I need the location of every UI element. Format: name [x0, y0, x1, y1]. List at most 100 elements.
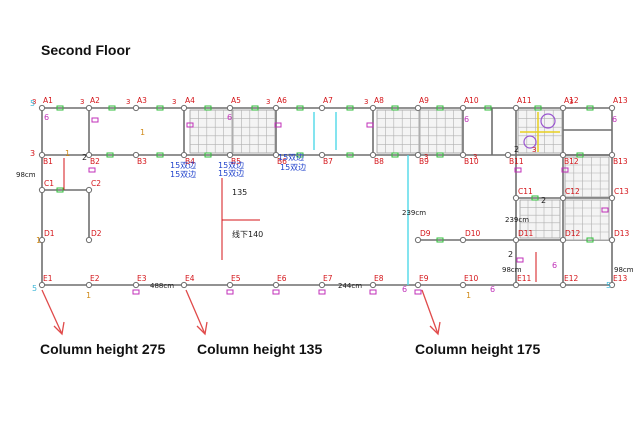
node-label: B3 — [137, 157, 147, 166]
node-d1: D1 — [38, 229, 55, 244]
node-label: E11 — [517, 274, 532, 283]
node-label: B5 — [231, 157, 241, 166]
node-marker — [85, 236, 93, 244]
hardware-marker — [132, 289, 140, 295]
marker-number: 1 — [86, 291, 91, 300]
caption-leader-arrows — [41, 289, 441, 336]
node-a12: A12 — [559, 96, 579, 112]
node-b8: B8 — [369, 151, 384, 166]
hardware-marker — [156, 105, 164, 111]
marker-number: 3 — [424, 153, 428, 161]
marker-number: 5 — [30, 99, 35, 108]
node-marker — [132, 151, 140, 159]
dimension-98-right: 98cm — [614, 266, 634, 274]
node-a7: A7 — [318, 96, 333, 112]
node-label: A3 — [137, 96, 147, 105]
node-d2: D2 — [85, 229, 102, 244]
hardware-marker — [484, 105, 492, 111]
window-grid-panel — [189, 109, 233, 154]
hardware-marker — [516, 257, 524, 263]
node-marker — [414, 104, 422, 112]
node-label: B7 — [323, 157, 333, 166]
node-marker — [85, 186, 93, 194]
node-b3: B3 — [132, 151, 147, 166]
marker-number: 3 — [32, 98, 36, 106]
node-a10: A10 — [459, 96, 479, 112]
hardware-marker — [106, 152, 114, 158]
node-label: C2 — [91, 179, 101, 188]
marker-number: 6 — [464, 115, 469, 124]
hardware-marker — [296, 105, 304, 111]
node-e4: E4 — [180, 274, 195, 289]
hardware-marker — [251, 105, 259, 111]
node-c12: C12 — [559, 187, 580, 202]
hardware-marker — [56, 187, 64, 193]
node-marker — [559, 194, 567, 202]
node-label: C12 — [565, 187, 580, 196]
node-marker — [512, 104, 520, 112]
hardware-marker — [369, 289, 377, 295]
window-grid-panel — [232, 109, 276, 154]
node-label: D1 — [44, 229, 55, 238]
marker-number: 3 — [266, 98, 270, 106]
marker-number: 1 — [65, 149, 70, 158]
hardware-marker — [514, 167, 522, 173]
node-label: B9 — [419, 157, 429, 166]
node-e3: E3 — [132, 274, 147, 289]
node-label: A9 — [419, 96, 429, 105]
column-height-caption-2: Column height 135 — [197, 341, 323, 357]
window-grid-panel — [419, 109, 463, 154]
node-label: A7 — [323, 96, 333, 105]
marker-number: 6 — [612, 115, 617, 124]
hardware-marker — [274, 122, 282, 128]
node-label: E6 — [277, 274, 287, 283]
node-e13: E13 — [608, 274, 628, 289]
node-label: B11 — [509, 157, 524, 166]
node-marker — [608, 194, 616, 202]
blue-label: 15双边 — [170, 160, 196, 170]
column-height-caption-1: Column height 275 — [40, 341, 166, 357]
node-marker — [132, 104, 140, 112]
node-a2: A2 — [85, 96, 100, 112]
node-e1: E1 — [38, 274, 53, 289]
node-label: A1 — [43, 96, 53, 105]
node-d10: D10 — [459, 229, 481, 244]
node-label: B2 — [90, 157, 100, 166]
node-e6: E6 — [272, 274, 287, 289]
node-label: A4 — [185, 96, 195, 105]
node-a8: A8 — [369, 96, 384, 112]
node-e2: E2 — [85, 274, 100, 289]
node-marker — [38, 236, 46, 244]
node-label: D9 — [420, 229, 431, 238]
node-e11: E11 — [512, 274, 532, 289]
node-marker — [38, 281, 46, 289]
node-e8: E8 — [369, 274, 384, 289]
node-label: A8 — [374, 96, 384, 105]
marker-number: 1 — [140, 128, 145, 137]
node-marker — [85, 281, 93, 289]
marker-number: 2 — [82, 153, 87, 162]
node-d11: D11 — [512, 229, 534, 244]
node-b2: B2 — [85, 151, 100, 166]
node-b5: B5 — [226, 151, 241, 166]
node-b7: B7 — [318, 151, 333, 166]
hardware-marker — [88, 167, 96, 173]
dimension-98-left: 98cm — [16, 171, 36, 179]
dimension-488: 488cm — [150, 282, 174, 290]
hardware-marker — [204, 105, 212, 111]
node-marker — [608, 151, 616, 159]
node-b1: B1 — [38, 151, 53, 166]
node-e7: E7 — [318, 274, 333, 289]
node-marker — [318, 151, 326, 159]
node-b9: B9 — [414, 151, 429, 166]
blue-label: 15双边 — [278, 152, 304, 162]
node-marker — [318, 281, 326, 289]
dimension-239-a: 239cm — [402, 209, 426, 217]
dimension-244: 244cm — [338, 282, 362, 290]
blue-label: 15双边 — [170, 169, 196, 179]
node-a6: A6 — [272, 96, 287, 112]
node-marker — [226, 151, 234, 159]
node-a13: A13 — [608, 96, 628, 112]
node-marker — [559, 104, 567, 112]
node-label: C1 — [44, 179, 54, 188]
